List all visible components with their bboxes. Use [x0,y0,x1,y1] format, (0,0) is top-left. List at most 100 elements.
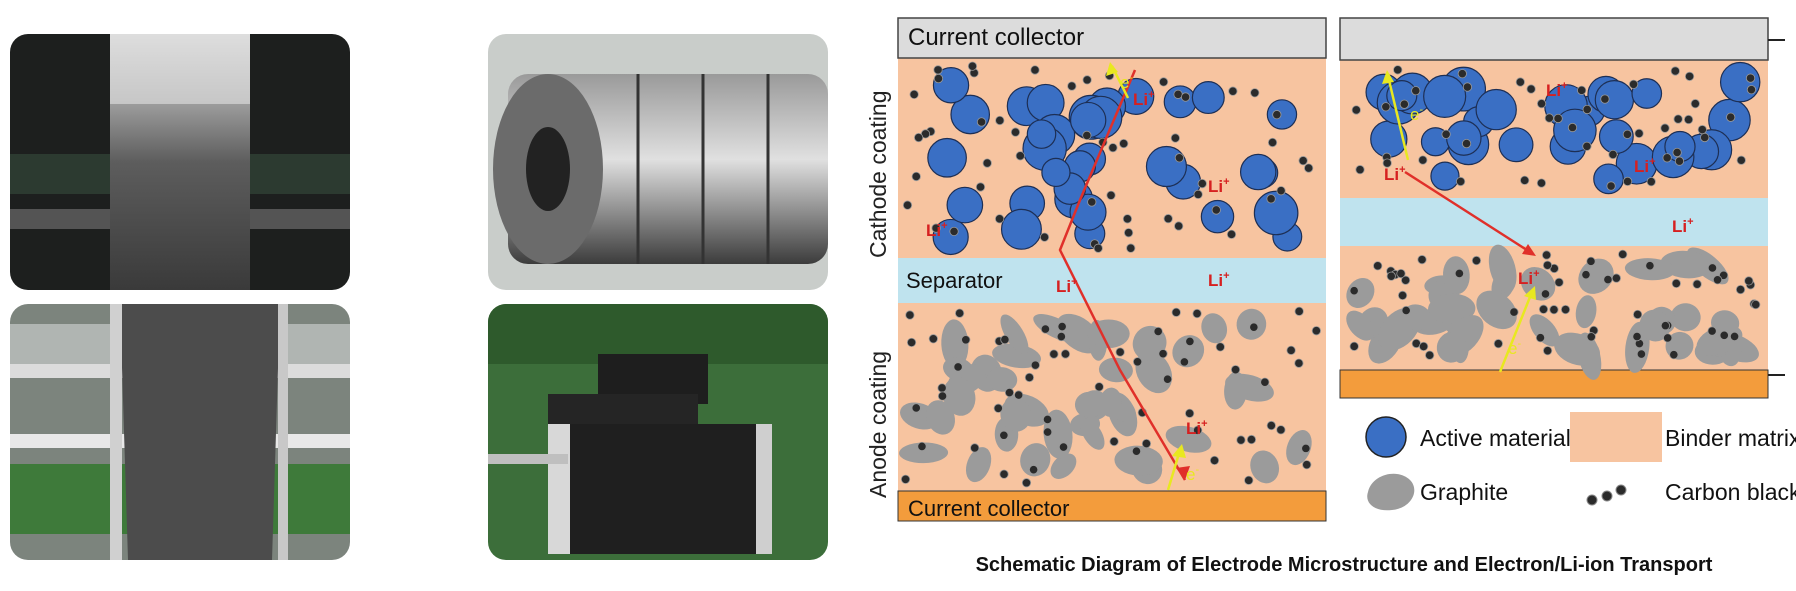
carbon-black-particle [1456,176,1466,187]
carbon-black-particle [1373,261,1383,271]
carbon-black-particle [1628,79,1639,89]
carbon-black-particle [1211,205,1221,215]
active-material-particle [1430,161,1460,191]
carbon-black-particle [1174,153,1184,163]
ion-label-separator-right: Li+ [1208,270,1230,290]
carbon-black-particle [1249,322,1259,332]
carbon-black-particle [1515,77,1525,87]
carbon-black-particle [1230,365,1241,375]
active-material-particle [1200,199,1235,234]
carbon-black-particle [1454,268,1464,279]
separator-band [898,258,1326,303]
active-material-particle [1446,120,1482,156]
carbon-black-particle [1542,260,1553,270]
carbon-black-particle [1636,349,1647,359]
carbon-black-particle [931,223,941,233]
carbon-black-particle [1153,326,1163,337]
graphite-particle [1074,391,1104,418]
graphite-particle [1670,303,1701,332]
carbon-black-particle [905,310,915,320]
carbon-black-particle [967,61,978,71]
carbon-black-particle [995,115,1005,126]
active-material-particle [1239,153,1277,191]
carbon-black-particle [955,308,965,318]
carbon-black-particle [1179,357,1189,367]
carbon-black-particle [1381,102,1391,112]
carbon-black-particle [1662,153,1672,163]
carbon-black-particle [1660,321,1671,331]
graphite-particle [1099,387,1122,417]
legend-carbon-black-swatch [1586,484,1627,506]
carbon-black-particle [1603,274,1613,285]
legend-active-material-label: Active material [1420,425,1571,451]
active-material-particle [1026,119,1057,149]
carbon-black-particle [928,334,938,344]
carbon-black-particle [1726,112,1736,122]
carbon-black-particle [1162,374,1173,384]
carbon-black-particle [1082,75,1092,85]
carbon-black-particle [1355,165,1365,175]
legend: Active material Binder matrix Graphite C… [1365,412,1796,511]
right-electron-arrowhead-bottom [1524,286,1536,300]
carbon-black-particle [914,132,924,143]
carbon-black-particle [1538,304,1549,314]
active-material-particle [1631,78,1663,109]
carbon-black-particle [1608,149,1618,160]
carbon-black-particle [1735,284,1746,295]
graphite-particle [899,442,949,464]
carbon-black-particle [975,182,986,192]
carbon-black-particle [1093,243,1103,253]
carbon-black-particle [1577,85,1587,95]
carbon-black-particle [1246,434,1257,445]
carbon-black-particle [999,469,1009,479]
carbon-black-particle [1193,425,1203,435]
carbon-black-particle [1536,178,1547,188]
carbon-black-particle [1544,113,1554,123]
carbon-black-particle [1541,250,1552,260]
carbon-black-particle [1386,271,1396,281]
graphite-particle [1346,278,1375,309]
active-material-particle [946,186,984,224]
carbon-black-particle [1669,350,1679,360]
carbon-black-particle [1040,324,1051,334]
carbon-black-particle [1719,330,1729,340]
right-ion-label-anode: Li+ [1518,268,1540,288]
carbon-black-particle [1707,263,1718,273]
carbon-black-particle [1122,214,1133,224]
graphite-particle [965,447,992,483]
carbon-black-particle [1049,349,1059,359]
carbon-black-particle [1094,382,1104,392]
left-cathode-particles [902,61,1314,256]
graphite-particle [1172,335,1205,368]
electron-arrowhead-top [1106,62,1118,76]
carbon-black-particle [1683,114,1694,125]
graphite-particle [1087,319,1130,349]
carbon-black-particle [1236,435,1246,445]
graphite-particle [941,319,969,369]
carbon-black-particle [1108,143,1118,153]
graphite-particle [1250,450,1280,484]
carbon-black-particle [1311,326,1321,336]
legend-binder-matrix-swatch [1570,412,1662,462]
right-ion-label-cathode-left: Li+ [1384,164,1406,184]
right-electron-label-top: e- [1410,104,1423,124]
carbon-black-particle [1163,214,1173,224]
legend-active-material-swatch [1365,416,1407,458]
right-top-current-collector [1339,17,1769,61]
carbon-black-particle [1618,249,1628,259]
carbon-black-particle [1581,270,1591,280]
carbon-black-particle [1543,346,1553,356]
carbon-black-particle [1673,114,1683,124]
carbon-black-particle [1215,342,1225,352]
active-material-particle [1593,163,1624,195]
bottom-current-collector [897,490,1327,522]
right-ion-label-cathode-right: Li+ [1634,156,1656,176]
carbon-black-particle [1030,360,1040,370]
carbon-black-particle [1141,439,1152,449]
li-ion-path [1058,69,1187,481]
carbon-black-particle [1115,347,1125,357]
left-panel: Current collector Current collector Sepa… [865,17,1327,522]
ion-label-anode: Li+ [1186,418,1208,438]
right-li-ion-arrowhead [1522,244,1536,256]
right-electron-label-bottom: e- [1508,338,1521,358]
